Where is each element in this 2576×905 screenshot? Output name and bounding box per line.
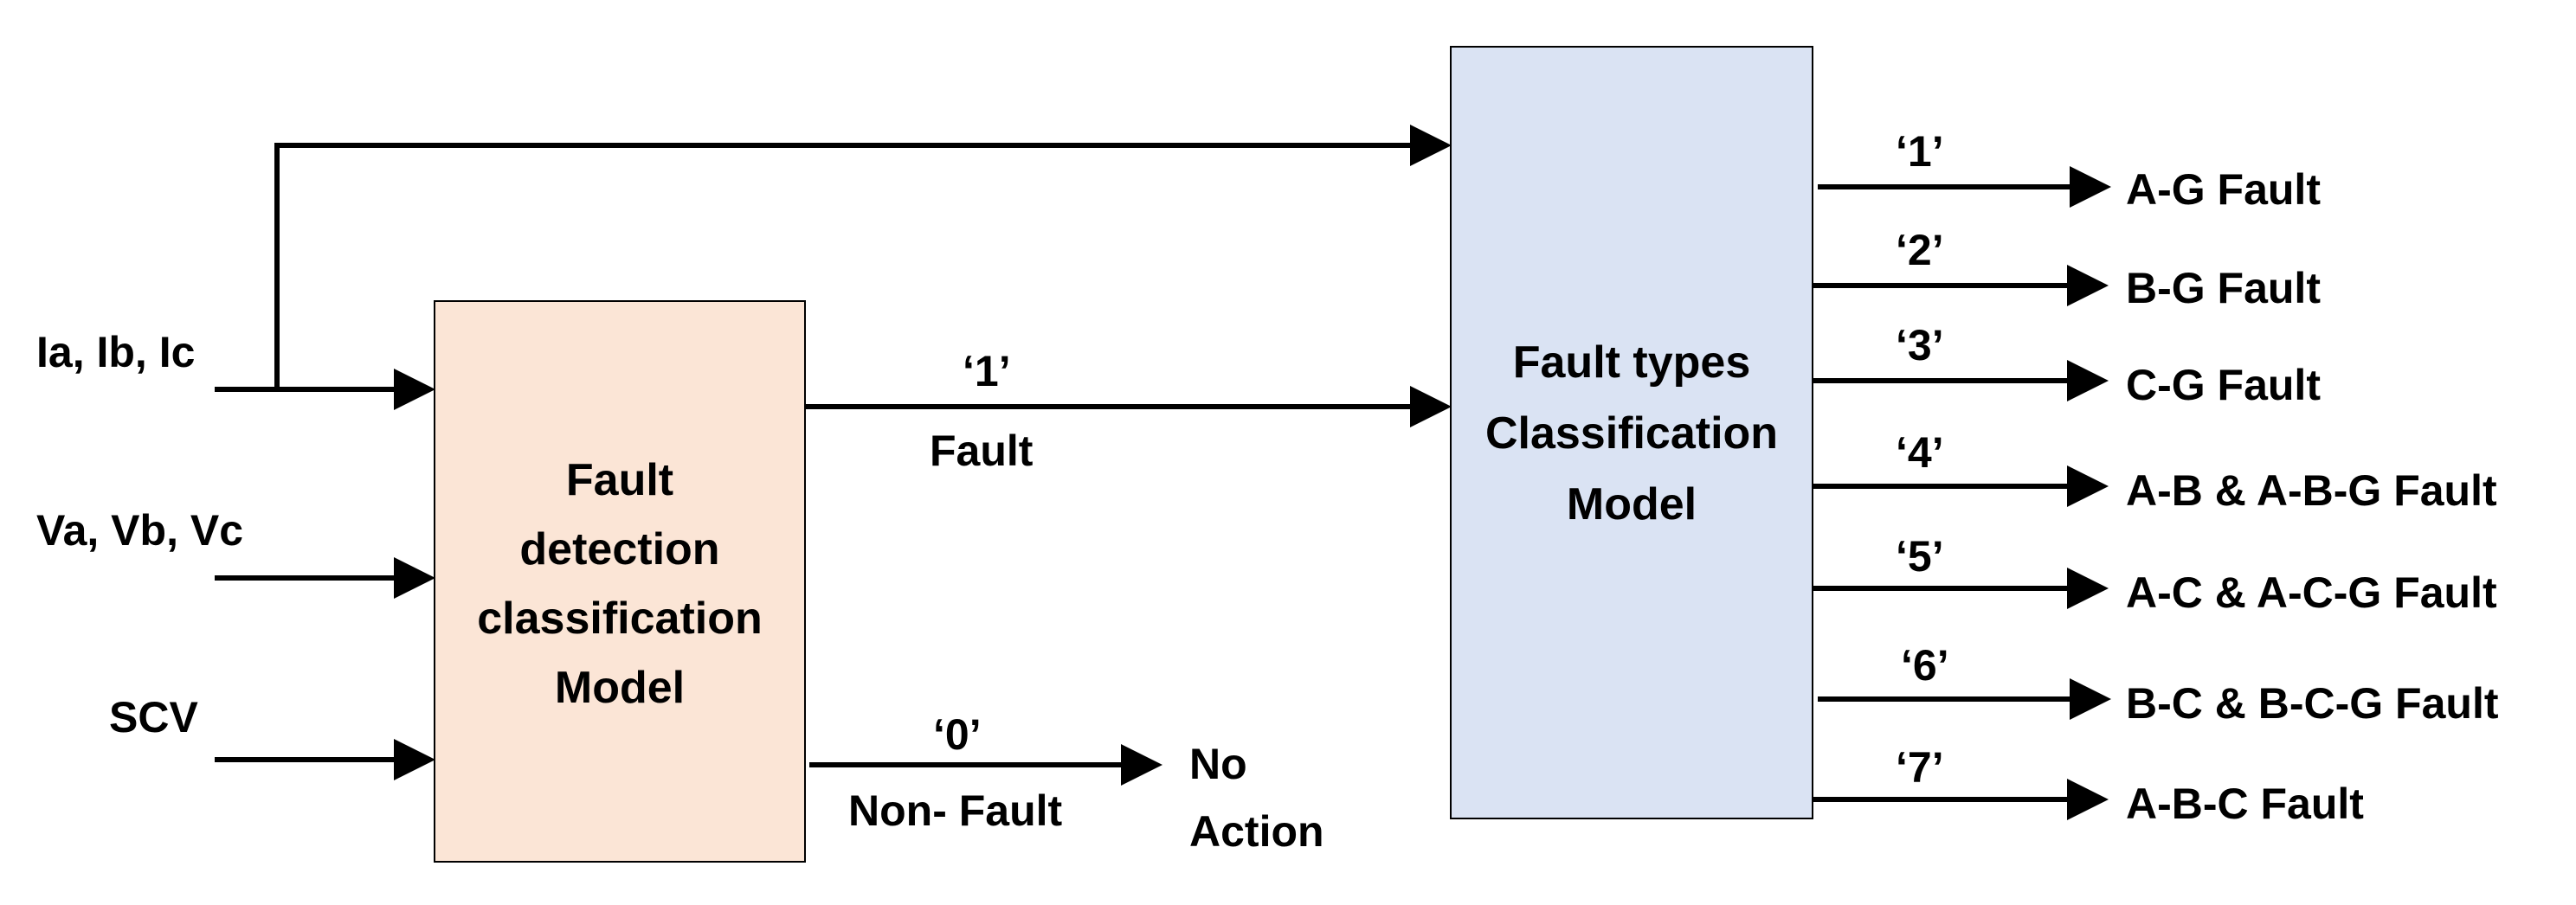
detection-model-title-line: classification xyxy=(477,594,762,644)
nonfault-code-label: ‘0’ xyxy=(933,710,982,759)
detection-model-title-line: Fault xyxy=(566,455,673,505)
detection-model-title-line: detection xyxy=(519,524,719,574)
nonfault-output-label: Non- Fault xyxy=(848,786,1063,835)
fault-type-code: ‘4’ xyxy=(1896,428,1944,477)
types-model-title-line: Model xyxy=(1567,479,1697,530)
fault-type-code: ‘1’ xyxy=(1896,127,1944,176)
fault-type-label: B-C & B-C-G Fault xyxy=(2126,679,2499,728)
fault-detection-model-box xyxy=(434,300,806,863)
detection-model-title-line: Model xyxy=(555,663,685,713)
fault-type-code: ‘5’ xyxy=(1896,532,1944,581)
fault-type-label: C-G Fault xyxy=(2126,361,2321,409)
currents-input-label: Ia, Ib, Ic xyxy=(36,328,195,376)
fault-type-label: A-G Fault xyxy=(2126,165,2321,214)
fault-types-model-box xyxy=(1450,46,1813,819)
fault-type-code: ‘6’ xyxy=(1901,641,1949,690)
fault-type-label: A-C & A-C-G Fault xyxy=(2126,568,2497,617)
scv-input-label: SCV xyxy=(109,693,198,741)
fault-output-label: Fault xyxy=(930,427,1034,475)
fault-type-label: B-G Fault xyxy=(2126,264,2321,312)
fault-type-code: ‘7’ xyxy=(1896,743,1944,792)
no-action-label: No xyxy=(1189,740,1247,788)
fault-type-code: ‘3’ xyxy=(1896,321,1944,369)
currents-bypass-arrow xyxy=(274,125,1452,389)
fault-code-label: ‘1’ xyxy=(963,347,1011,395)
types-model-title-line: Fault types xyxy=(1513,337,1751,388)
fault-type-label: A-B & A-B-G Fault xyxy=(2126,466,2497,515)
types-model-title-line: Classification xyxy=(1485,408,1778,459)
fault-type-label: A-B-C Fault xyxy=(2126,780,2364,828)
voltages-input-label: Va, Vb, Vc xyxy=(36,506,243,555)
fault-type-code: ‘2’ xyxy=(1896,226,1944,274)
no-action-label: Action xyxy=(1189,807,1324,856)
